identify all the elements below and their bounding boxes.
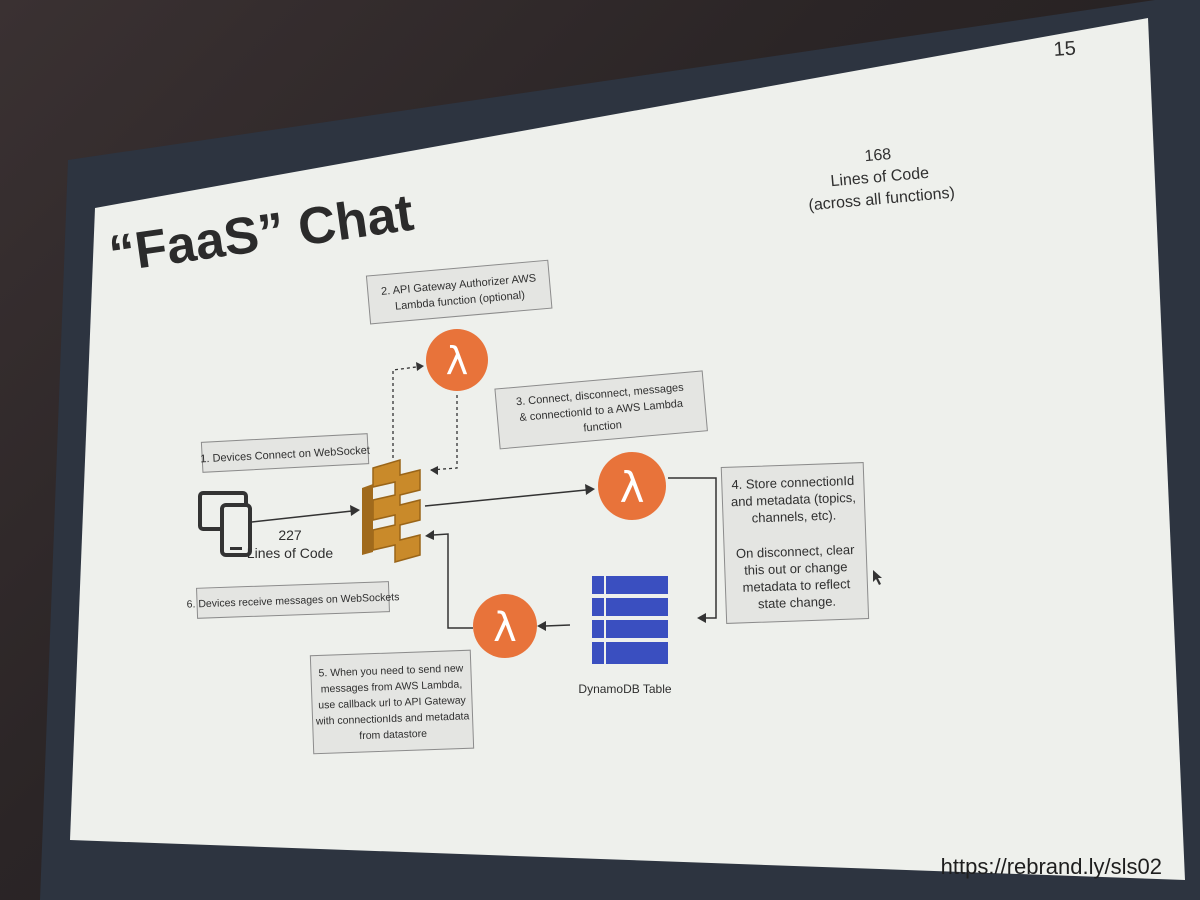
step5-line2: messages from AWS Lambda, <box>321 679 463 696</box>
step5-box: 5. When you need to send new messages fr… <box>309 649 475 755</box>
dynamo-to-lambda-arrow <box>544 624 571 627</box>
lambda-to-dynamo-arrow <box>668 477 717 619</box>
step1-box: 1. Devices Connect on WebSocket <box>200 433 370 473</box>
slide-url: https://rebrand.ly/sls02 <box>940 854 1162 879</box>
step5-line1: 5. When you need to send new <box>318 662 464 679</box>
step5-line4: with connectionIds and metadata <box>315 710 470 727</box>
step2-box: 2. API Gateway Authorizer AWS Lambda fun… <box>365 259 553 325</box>
step4-line2: and metadata (topics, <box>731 490 856 509</box>
devices-to-gateway-arrow <box>251 510 353 523</box>
svg-text:λ: λ <box>493 605 517 651</box>
gateway-to-lambda-arrow <box>424 489 587 507</box>
step6-box: 6. Devices receive messages on WebSocket… <box>186 581 400 619</box>
step4-line1: 4. Store connectionId <box>731 473 854 492</box>
step3-line3: function <box>583 419 622 434</box>
step5-line3: use callback url to API Gateway <box>318 694 467 711</box>
step4-line5: this out or change <box>744 559 848 578</box>
step4-line4: On disconnect, clear <box>736 542 856 561</box>
devices-icon <box>198 491 252 557</box>
svg-text:λ: λ <box>446 339 469 383</box>
svg-text:λ: λ <box>620 463 645 512</box>
dynamodb-label: DynamoDB Table <box>578 682 671 696</box>
api-gateway-icon <box>362 458 421 563</box>
client-loc-count: 227 <box>278 527 302 543</box>
total-loc-count: 168 <box>864 146 892 165</box>
mouse-cursor <box>873 570 882 585</box>
lambda-authorizer-icon: λ <box>426 329 488 391</box>
step5-line5: from datastore <box>359 728 427 742</box>
step4-line7: state change. <box>758 594 837 612</box>
step4-line6: metadata to reflect <box>742 576 851 595</box>
step3-box: 3. Connect, disconnect, messages & conne… <box>494 370 708 450</box>
step4-box: 4. Store connectionId and metadata (topi… <box>720 462 870 624</box>
lambda-main-icon: λ <box>598 452 666 520</box>
lambda-send-icon: λ <box>473 594 537 658</box>
lambda-to-gateway-arrow <box>432 533 473 629</box>
client-loc-label: Lines of Code <box>247 545 334 561</box>
step4-line3: channels, etc). <box>751 508 836 526</box>
page-number: 15 <box>1053 37 1077 60</box>
dynamodb-table-icon <box>592 576 668 664</box>
authorizer-connector-up <box>392 365 425 458</box>
authorizer-connector-down <box>429 395 458 471</box>
